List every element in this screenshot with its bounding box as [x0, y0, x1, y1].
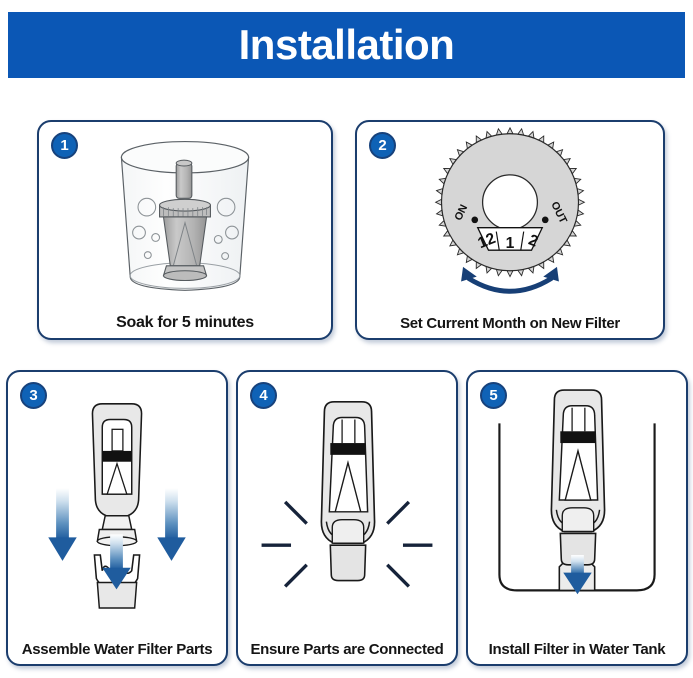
step-caption-2: Set Current Month on New Filter [400, 315, 620, 332]
step-card-3: 3 Assemble Water Filter Parts [6, 370, 228, 666]
step-card-1: 1 Soak for 5 minutes [37, 120, 333, 340]
filter-upper-part [91, 402, 143, 547]
page-header-banner: Installation [8, 12, 685, 78]
step-5-illustration [468, 372, 686, 630]
down-arrow-left [48, 488, 77, 561]
step-badge-2: 2 [369, 132, 396, 159]
dial-month-window [476, 227, 544, 251]
down-arrow-center [102, 534, 131, 590]
step-card-4: 4 Ensure Parts are Connected [236, 370, 458, 666]
step-caption-3: Assemble Water Filter Parts [21, 641, 213, 658]
step-2-illustration: ON OUT 12 1 2 [357, 122, 663, 304]
down-arrow-right [157, 488, 186, 561]
step-1-illustration [39, 122, 331, 304]
page-title: Installation [238, 21, 455, 68]
step-3-illustration [8, 372, 226, 630]
bubbles-decoration [132, 197, 239, 261]
filter-assembly [550, 389, 606, 566]
step-badge-1: 1 [51, 132, 78, 159]
rotate-arrow-icon [466, 276, 554, 294]
connection-sparkle-icon [261, 500, 433, 588]
step-badge-5: 5 [480, 382, 507, 409]
step-caption-5: Install Filter in Water Tank [488, 641, 666, 658]
step-caption-4: Ensure Parts are Connected [250, 641, 444, 658]
step-card-5: 5 Install Filter in Water Tank [466, 370, 688, 666]
water-filter-cartridge [159, 159, 211, 282]
step-caption-1: Soak for 5 minutes [116, 314, 254, 331]
step-card-2: ON OUT 12 1 2 [355, 120, 665, 340]
dial-month-12: 12 [476, 230, 499, 252]
assembled-filter [320, 400, 376, 582]
rotate-arrow-heads [461, 266, 559, 282]
insert-down-arrow [563, 555, 592, 595]
step-4-illustration [238, 372, 456, 630]
dial-month-1: 1 [506, 235, 515, 252]
month-dial-icon: ON OUT 12 1 2 [434, 126, 586, 278]
step-badge-4: 4 [250, 382, 277, 409]
step-badge-3: 3 [20, 382, 47, 409]
